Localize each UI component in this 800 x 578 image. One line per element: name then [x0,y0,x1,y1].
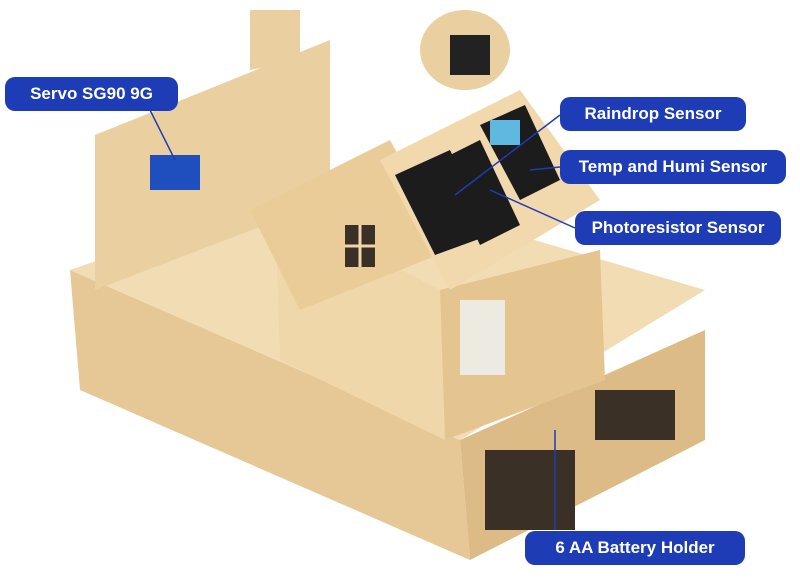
sound-module [450,35,490,75]
acrylic-door [460,300,505,375]
servo-label: Servo SG90 9G [5,77,178,111]
raindrop-module [440,140,520,245]
wall-tab [250,10,300,70]
dht11-sensor [490,120,520,145]
raindrop-sensor-label: Raindrop Sensor [560,97,746,131]
battery-compartment [485,450,575,530]
photoresistor-sensor-label: Photoresistor Sensor [575,211,781,245]
photoresistor-module [395,150,490,255]
back-wall [95,40,330,290]
servo-motor [150,155,200,190]
window [345,225,375,267]
temp-humi-sensor-label: Temp and Humi Sensor [560,150,786,184]
callout-lines [149,109,576,530]
battery-compartment-2 [595,390,675,440]
base-front-left [70,270,470,560]
battery-holder-label: 6 AA Battery Holder [525,531,745,565]
house-side [440,250,605,440]
